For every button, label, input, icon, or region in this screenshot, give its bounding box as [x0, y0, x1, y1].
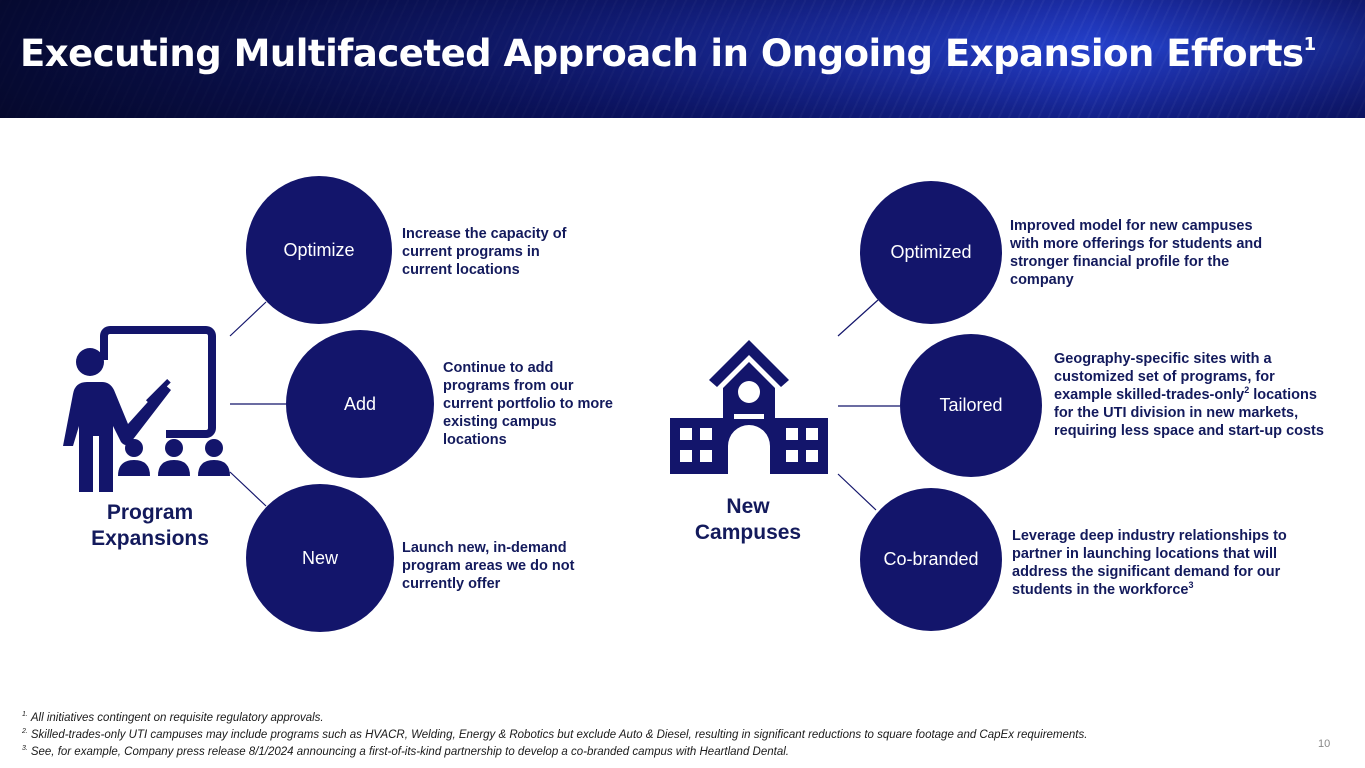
co-branded-label: Co-branded [883, 549, 979, 569]
add-description: Continue to add programs from our curren… [443, 360, 613, 448]
program-expansions-label: Program Expansions [91, 501, 209, 550]
add-circle: Add [286, 330, 434, 478]
header-gradient [0, 0, 1365, 118]
teacher-presenting-icon [63, 326, 230, 492]
connector-optimized [837, 299, 879, 337]
new-description: Launch new, in-demand program areas we d… [402, 540, 575, 592]
footnotes: 1.All initiatives contingent on requisit… [22, 710, 1087, 761]
tailored-description: Geography-specific sites with a customiz… [1054, 351, 1324, 439]
header-banner: Executing Multifaceted Approach in Ongoi… [0, 0, 1365, 118]
new-circle: New [246, 484, 394, 632]
new-label: New [301, 547, 338, 568]
optimized-label: Optimized [890, 242, 972, 262]
optimized-description: Improved model for new campuses with mor… [1010, 218, 1263, 288]
add-label: Add [343, 393, 377, 414]
page-number: 10 [1318, 738, 1331, 750]
connector-new [229, 471, 267, 507]
page-title: Executing Multifaceted Approach in Ongoi… [20, 32, 1316, 75]
connector-co-branded [837, 473, 877, 511]
school-building-icon [670, 340, 828, 474]
co-branded-description: Leverage deep industry relationships to … [1012, 528, 1287, 598]
new-campuses-label: New Campuses [694, 495, 802, 544]
footnote-1: 1.All initiatives contingent on requisit… [22, 711, 324, 724]
optimize-description: Increase the capacity of current program… [402, 226, 567, 278]
connector-optimize [229, 301, 267, 337]
tailored-label: Tailored [939, 395, 1003, 415]
tailored-circle: Tailored [900, 334, 1042, 477]
footnote-3: 3.See, for example, Company press releas… [22, 745, 789, 758]
co-branded-circle: Co-branded [860, 488, 1002, 631]
optimized-circle: Optimized [860, 181, 1002, 324]
optimize-label: Optimize [283, 239, 355, 260]
optimize-circle: Optimize [246, 176, 392, 324]
footnote-2: 2.Skilled-trades-only UTI campuses may i… [22, 728, 1088, 741]
